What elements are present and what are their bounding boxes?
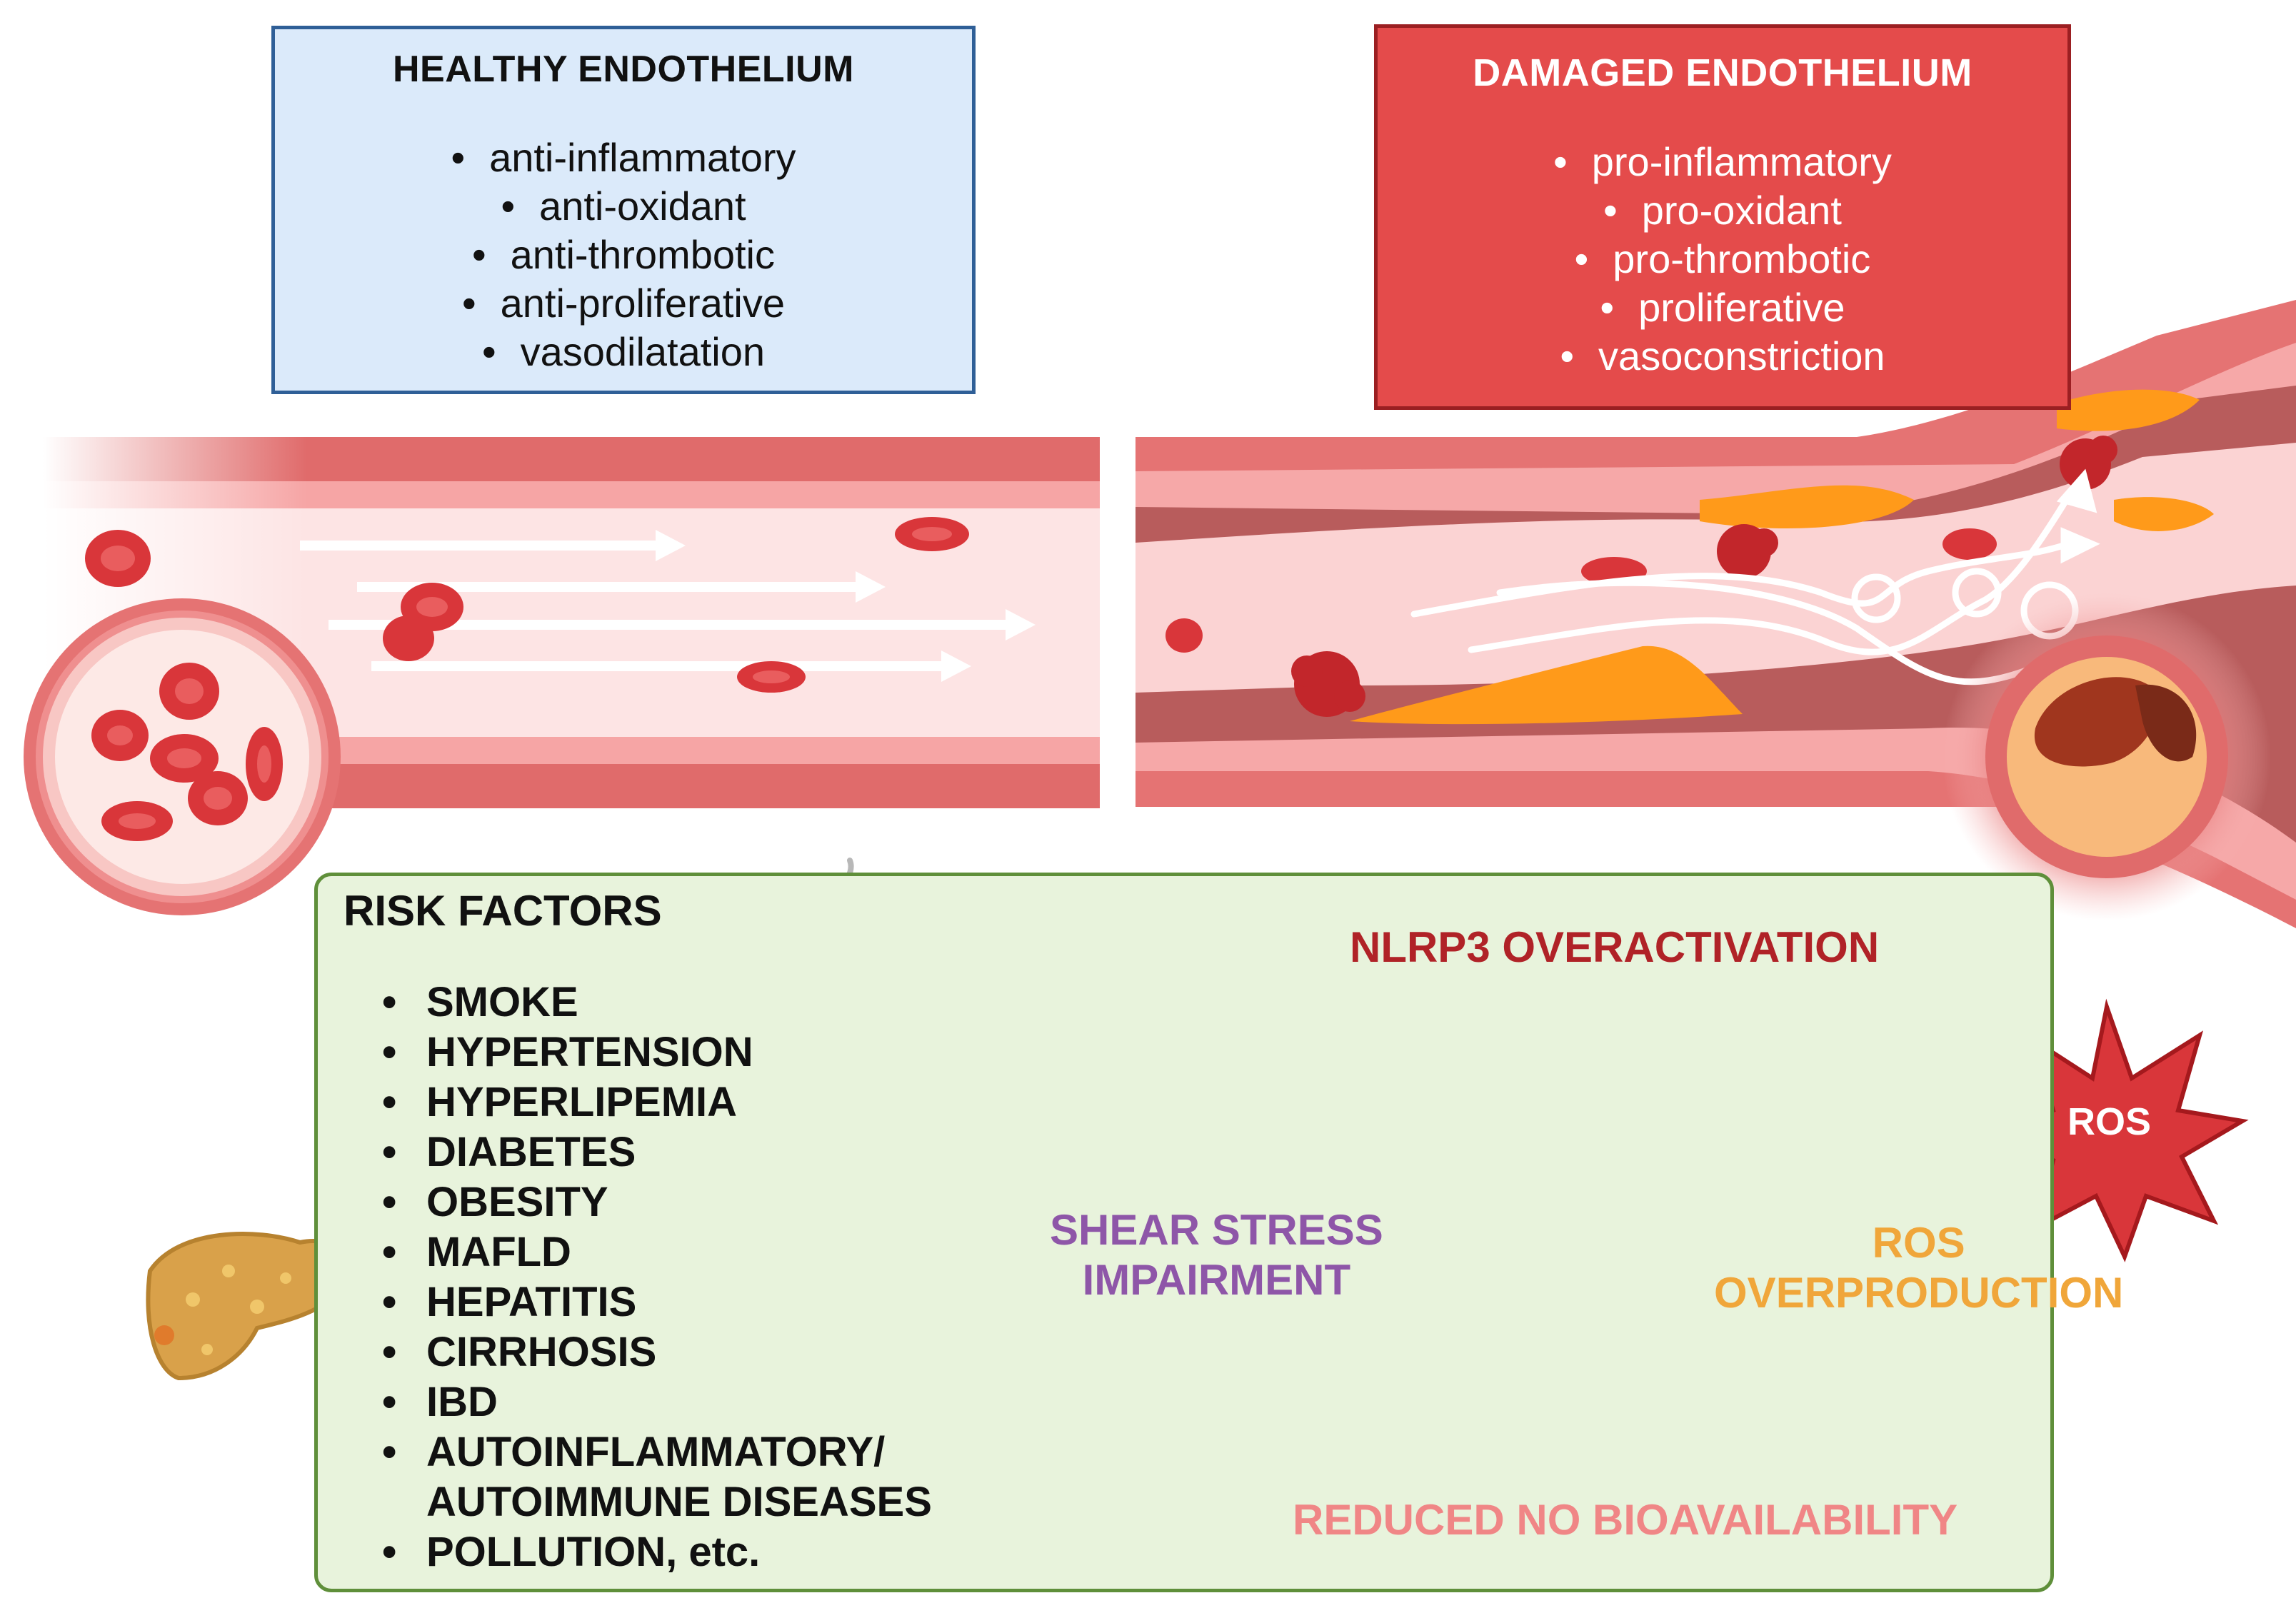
list-item: pro-oxidant <box>1378 186 2067 235</box>
ros-label-line1: ROS <box>1872 1219 1965 1267</box>
list-item: pro-inflammatory <box>1378 138 2067 186</box>
ros-overproduction-label: ROS OVERPRODUCTION <box>1714 1218 2123 1318</box>
list-item: •IBD <box>382 1379 498 1425</box>
list-item: anti-oxidant <box>275 182 972 231</box>
list-item: proliferative <box>1378 283 2067 332</box>
list-item: •HYPERTENSION <box>382 1029 753 1075</box>
list-item: •POLLUTION, etc. <box>382 1529 761 1575</box>
damaged-cross-section <box>1942 593 2271 921</box>
red-blood-cell <box>1165 618 1203 653</box>
list-item: •CIRRHOSIS <box>382 1329 657 1375</box>
vessel-cross-section <box>24 598 341 915</box>
list-item: anti-proliferative <box>275 279 972 328</box>
reduced-no-label: REDUCED NO BIOAVAILABILITY <box>1293 1496 1958 1544</box>
healthy-endothelium-box: HEALTHY ENDOTHELIUM anti-inflammatory an… <box>271 26 976 394</box>
plaques <box>1350 389 2214 725</box>
list-item: •AUTOINFLAMMATORY/ <box>382 1429 886 1475</box>
shear-label-line2: IMPAIRMENT <box>1082 1256 1351 1304</box>
damaged-vessel <box>1136 300 2296 928</box>
healthy-vessel <box>24 437 1100 915</box>
list-item: •HYPERLIPEMIA <box>382 1079 738 1125</box>
nlrp3-label: NLRP3 OVERACTIVATION <box>1350 923 1880 971</box>
liver-icon <box>146 1232 351 1381</box>
list-item: AUTOIMMUNE DISEASES <box>426 1479 932 1525</box>
risk-list: •SMOKE •HYPERTENSION •HYPERLIPEMIA •DIAB… <box>382 978 932 1577</box>
red-blood-cell <box>1942 528 1997 560</box>
shear-stress-label: SHEAR STRESS IMPAIRMENT <box>1050 1205 1383 1305</box>
damaged-endothelium-box: DAMAGED ENDOTHELIUM pro-inflammatory pro… <box>1374 24 2071 410</box>
risk-factors-panel: RISK FACTORS •SMOKE •HYPERTENSION •HYPER… <box>314 873 2054 1592</box>
ros-label-line2: OVERPRODUCTION <box>1714 1269 2124 1317</box>
list-item: vasodilatation <box>275 328 972 376</box>
healthy-title: HEALTHY ENDOTHELIUM <box>392 49 855 90</box>
healthy-list: anti-inflammatory anti-oxidant anti-thro… <box>275 134 972 376</box>
list-item: anti-thrombotic <box>275 231 972 279</box>
list-item: •DIABETES <box>382 1129 636 1175</box>
damaged-title: DAMAGED ENDOTHELIUM <box>1473 51 1972 94</box>
list-item: •SMOKE <box>382 979 578 1025</box>
list-item: •MAFLD <box>382 1229 571 1275</box>
risk-title: RISK FACTORS <box>344 887 662 935</box>
red-blood-cells <box>85 517 969 693</box>
clots <box>1291 436 2117 717</box>
list-item: vasoconstriction <box>1378 332 2067 381</box>
shear-label-line1: SHEAR STRESS <box>1050 1206 1383 1254</box>
list-item: pro-thrombotic <box>1378 235 2067 283</box>
damaged-list: pro-inflammatory pro-oxidant pro-thrombo… <box>1378 138 2067 381</box>
list-item: •HEPATITIS <box>382 1279 637 1325</box>
list-item: •OBESITY <box>382 1179 608 1225</box>
ros-star-label: ROS <box>2067 1100 2152 1143</box>
list-item: anti-inflammatory <box>275 134 972 182</box>
